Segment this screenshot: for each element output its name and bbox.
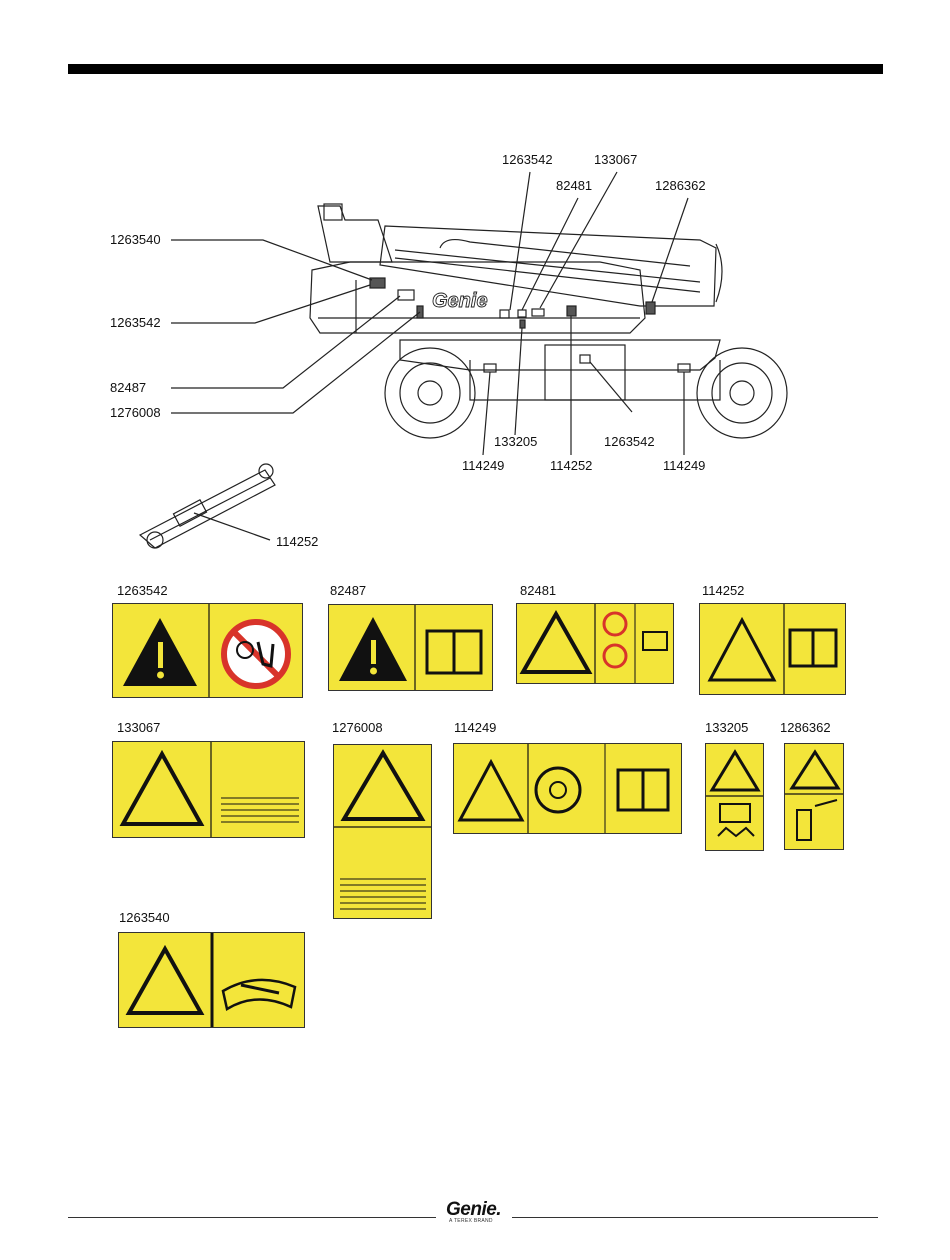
counterweight [545,345,625,400]
footer-rule-right [512,1217,878,1218]
callout-133067: 133067 [594,152,637,167]
callout-1286362: 1286362 [655,178,706,193]
callout-1276008: 1276008 [110,405,161,420]
warning-triangle-icon [344,753,422,819]
decal-label-114249: 114249 [454,720,496,735]
callout-82487: 82487 [110,380,146,395]
warning-triangle-icon [712,752,758,790]
genie-tagline: A TEREX BRAND [449,1218,493,1224]
callout-133205: 133205 [494,434,537,449]
warning-triangle-icon [129,949,201,1013]
callout-82481: 82481 [556,178,592,193]
callout-114252-cylinder: 114252 [276,534,318,549]
decal-114252 [699,603,846,695]
service-manual-icon [223,980,295,1009]
decal-label-1276008: 1276008 [332,720,383,735]
manual-book-icon [643,632,667,650]
warning-triangle-icon [523,614,589,672]
decal-label-82481: 82481 [520,583,556,598]
machine-brand-text: Genie [432,290,488,312]
cylinder-body [140,470,275,548]
decal-82487 [328,604,493,691]
warning-triangle-icon [123,754,201,824]
decal-133205 [705,743,764,851]
decal-1276008 [333,744,432,919]
decal-114249 [453,743,682,834]
decal-1286362 [784,743,844,850]
warning-triangle-icon [460,762,522,820]
decal-1263540 [118,932,305,1028]
callout-1263540: 1263540 [110,232,161,247]
warning-triangle-icon [792,752,838,788]
decal-label-1263540: 1263540 [119,910,170,925]
callout-114249-b: 114249 [663,458,705,473]
tire-icon [536,768,580,812]
battery-icon [720,804,750,822]
warning-triangle-icon [710,620,774,680]
boom-hose-lines [395,250,700,292]
prohibition-icon [604,613,626,635]
decal-82481 [516,603,674,684]
decal-label-114252: 114252 [702,583,744,598]
prohibition-icon [604,645,626,667]
decal-133067 [112,741,305,838]
decal-label-82487: 82487 [330,583,366,598]
decal-label-1263542: 1263542 [117,583,168,598]
decal-label-133205: 133205 [705,720,748,735]
decal-1263542 [112,603,303,698]
footer-rule-left [68,1217,436,1218]
callout-1263542-bottom: 1263542 [604,434,655,449]
callout-114252: 114252 [550,458,592,473]
left-wheel [385,348,475,438]
right-wheel [697,348,787,438]
callout-1263542-top: 1263542 [502,152,553,167]
callout-114249-a: 114249 [462,458,504,473]
callout-1263542-left: 1263542 [110,315,161,330]
decal-label-133067: 133067 [117,720,160,735]
decal-label-1286362: 1286362 [780,720,831,735]
